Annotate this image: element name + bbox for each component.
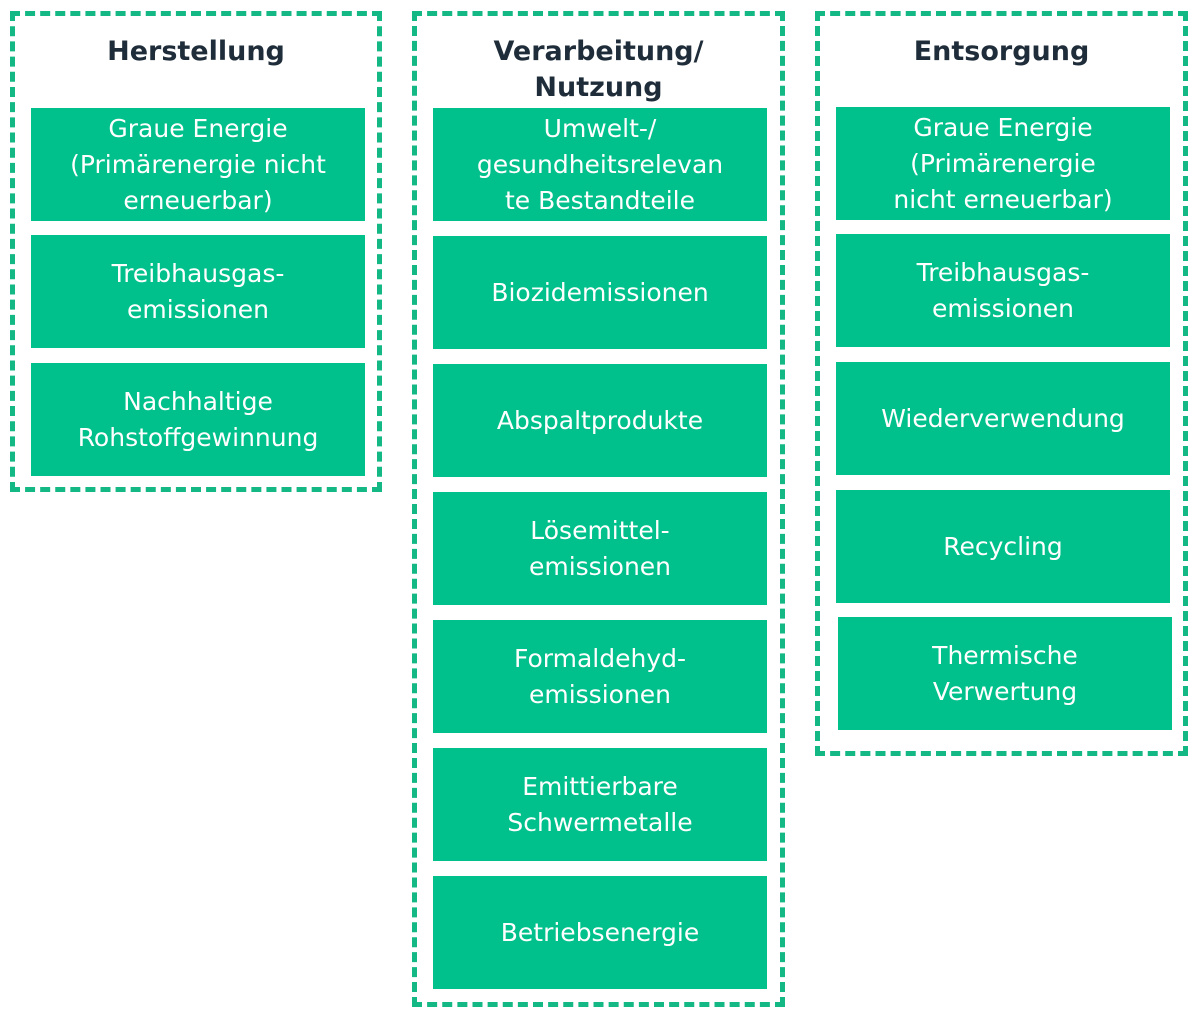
item-graue-energie: Graue Energie (Primärenergie nicht erneu… <box>836 107 1170 220</box>
item-formaldehyd-emissionen: Formaldehyd- emissionen <box>433 620 767 733</box>
column-title: Entsorgung <box>913 36 1090 67</box>
item-biozidemissionen: Biozidemissionen <box>433 236 767 349</box>
column-entsorgung: Entsorgung Graue Energie (Primärenergie … <box>815 11 1188 756</box>
item-treibhausgas-emissionen: Treibhausgas- emissionen <box>836 234 1170 347</box>
item-loesemittel-emissionen: Lösemittel- emissionen <box>433 492 767 605</box>
item-wiederverwendung: Wiederverwendung <box>836 362 1170 475</box>
item-nachhaltige-rohstoffgewinnung: Nachhaltige Rohstoffgewinnung <box>31 363 365 476</box>
item-umwelt-gesundheitsrelevante-bestandteile: Umwelt-/ gesundheitsrelevan te Bestandte… <box>433 108 767 221</box>
column-title: Verarbeitung/ Nutzung <box>493 36 704 103</box>
item-graue-energie: Graue Energie (Primärenergie nicht erneu… <box>31 108 365 221</box>
item-betriebsenergie: Betriebsenergie <box>433 876 767 989</box>
item-recycling: Recycling <box>836 490 1170 603</box>
column-verarbeitung-nutzung: Verarbeitung/ Nutzung Umwelt-/ gesundhei… <box>412 11 785 1007</box>
column-title: Herstellung <box>107 36 285 67</box>
column-herstellung: Herstellung Graue Energie (Primärenergie… <box>10 11 382 492</box>
item-emittierbare-schwermetalle: Emittierbare Schwermetalle <box>433 748 767 861</box>
item-treibhausgas-emissionen: Treibhausgas- emissionen <box>31 235 365 348</box>
item-thermische-verwertung: Thermische Verwertung <box>838 617 1172 730</box>
item-abspaltprodukte: Abspaltprodukte <box>433 364 767 477</box>
